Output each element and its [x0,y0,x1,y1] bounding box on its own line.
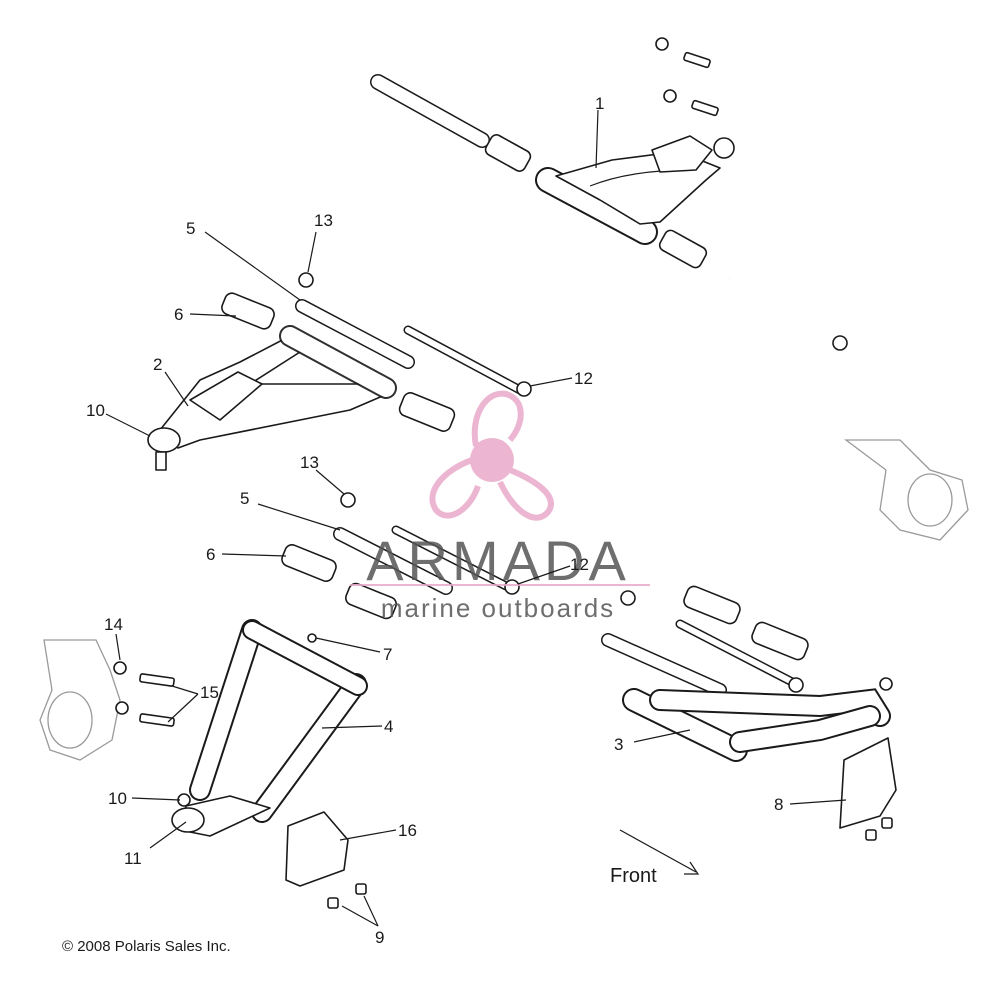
front-label: Front [610,865,657,887]
callout-5a: 5 [186,219,195,238]
callout-10a: 10 [86,401,105,420]
callout-12b: 12 [570,555,589,574]
callout-7: 7 [383,645,392,664]
watermark-tagline: marine outboards [381,593,615,623]
callout-3: 3 [614,735,623,754]
callouts: 1 2 3 4 5 5 6 6 7 8 9 10 10 11 12 12 [86,94,847,947]
callout-6a: 6 [174,305,183,324]
callout-13a: 13 [314,211,333,230]
callout-2: 2 [153,355,162,374]
copyright-notice: © 2008 Polaris Sales Inc. [62,938,231,955]
front-direction-indicator: Front [610,829,700,887]
upper-left-a-arm [147,272,532,471]
callout-1: 1 [595,94,604,113]
lower-left-a-arm [39,492,520,909]
upper-right-a-arm [370,37,848,351]
callout-8: 8 [774,795,783,814]
armada-watermark: ARMADA marine outboards [350,390,650,623]
callout-14: 14 [104,615,123,634]
callout-4: 4 [384,717,393,736]
callout-13b: 13 [300,453,319,472]
callout-11: 11 [124,849,142,868]
callout-5b: 5 [240,489,249,508]
callout-10b: 10 [108,789,127,808]
lower-right-a-arm [601,439,969,841]
callout-12a: 12 [574,369,593,388]
callout-16: 16 [398,821,417,840]
callout-15: 15 [200,683,219,702]
callout-6b: 6 [206,545,215,564]
watermark-brand: ARMADA [366,529,630,592]
propeller-logo-icon [429,390,554,521]
callout-9: 9 [375,928,384,947]
